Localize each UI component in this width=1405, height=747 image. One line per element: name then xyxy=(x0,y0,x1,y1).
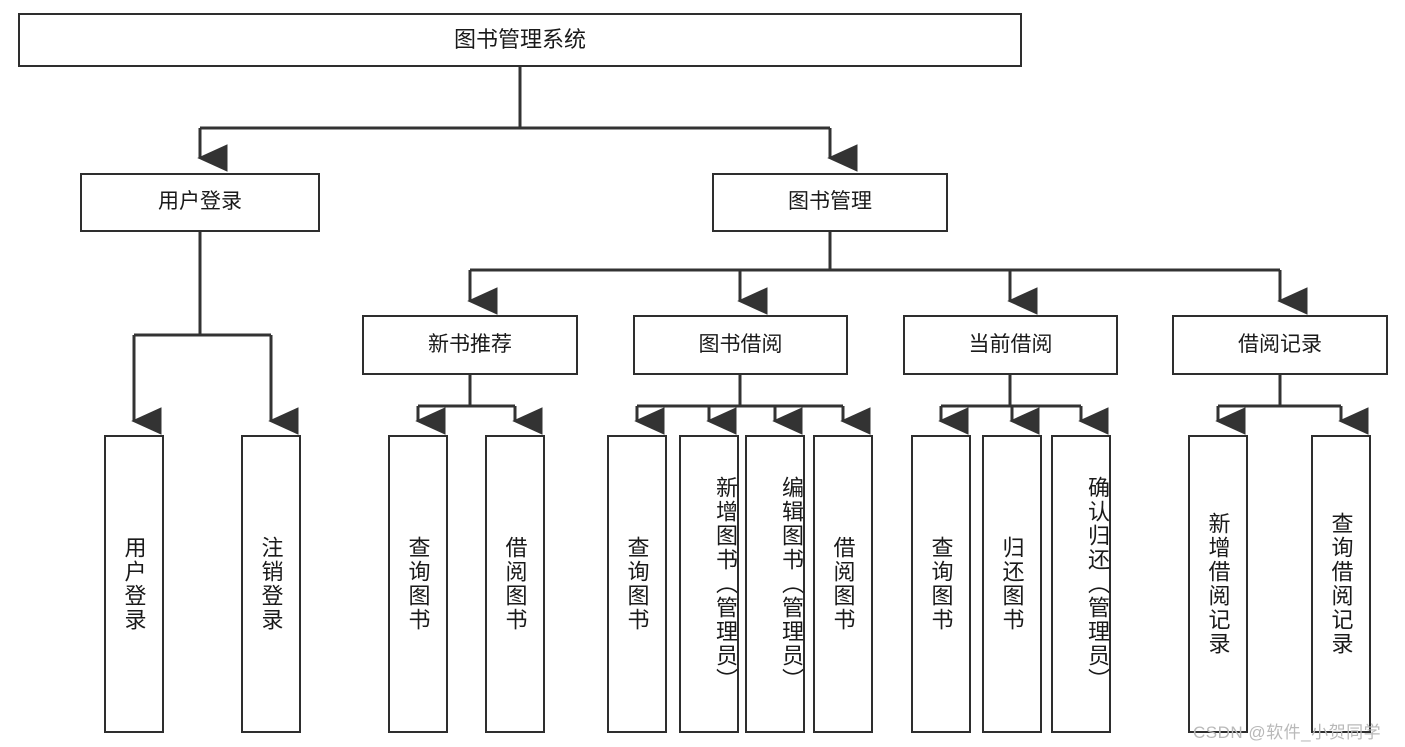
node-leaf-query-borrow-record[interactable]: 查询借阅记录 xyxy=(1311,435,1371,733)
node-leaf-return-books[interactable]: 归还图书 xyxy=(982,435,1042,733)
node-leaf-add-book-admin[interactable]: 新增图书（管理员） xyxy=(679,435,739,733)
node-book-borrowing[interactable]: 图书借阅 xyxy=(633,315,848,375)
node-user-login[interactable]: 用户登录 xyxy=(80,173,320,232)
node-borrowing-records[interactable]: 借阅记录 xyxy=(1172,315,1388,375)
node-leaf-query-books-new[interactable]: 查询图书 xyxy=(388,435,448,733)
node-leaf-query-books-borrow[interactable]: 查询图书 xyxy=(607,435,667,733)
node-new-book-recommendation[interactable]: 新书推荐 xyxy=(362,315,578,375)
node-leaf-confirm-return-admin[interactable]: 确认归还（管理员） xyxy=(1051,435,1111,733)
node-leaf-lend-books[interactable]: 借阅图书 xyxy=(813,435,873,733)
node-leaf-borrow-books-new[interactable]: 借阅图书 xyxy=(485,435,545,733)
node-book-management-system[interactable]: 图书管理系统 xyxy=(18,13,1022,67)
node-book-management[interactable]: 图书管理 xyxy=(712,173,948,232)
node-leaf-query-books-current[interactable]: 查询图书 xyxy=(911,435,971,733)
node-current-borrowing[interactable]: 当前借阅 xyxy=(903,315,1118,375)
node-leaf-user-login[interactable]: 用户登录 xyxy=(104,435,164,733)
node-leaf-add-borrow-record[interactable]: 新增借阅记录 xyxy=(1188,435,1248,733)
node-leaf-edit-book-admin[interactable]: 编辑图书（管理员） xyxy=(745,435,805,733)
node-leaf-logout[interactable]: 注销登录 xyxy=(241,435,301,733)
